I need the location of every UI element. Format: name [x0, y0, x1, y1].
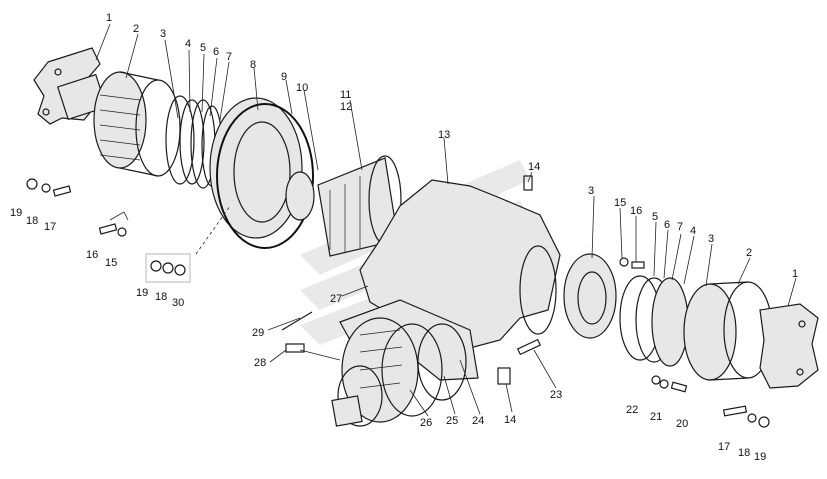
callout-18-left: 18: [26, 215, 38, 227]
callout-18-mid: 18: [155, 291, 167, 303]
callout-2-right: 2: [746, 247, 752, 259]
callout-9: 9: [281, 71, 287, 83]
callout-22: 22: [626, 404, 638, 416]
callout-25: 25: [446, 415, 458, 427]
callout-3-right-outer: 3: [708, 233, 714, 245]
callout-15-left: 15: [105, 257, 117, 269]
callout-26: 26: [420, 417, 432, 429]
callout-19-mid: 19: [136, 287, 148, 299]
callout-15-right: 15: [614, 197, 626, 209]
disc-stack-right: [619, 275, 689, 367]
leader-lines: [95, 23, 797, 417]
callout-18-right: 18: [738, 447, 750, 459]
callout-14-top: 14: [528, 161, 540, 173]
callout-28: 28: [254, 357, 266, 369]
fasteners: [26, 175, 770, 428]
callout-19-left: 19: [10, 207, 22, 219]
callout-6-right: 6: [664, 219, 670, 231]
callout-8: 8: [250, 59, 256, 71]
callout-10: 10: [296, 82, 308, 94]
callout-11: 11: [340, 89, 351, 101]
callout-7: 7: [226, 51, 232, 63]
callout-21: 21: [650, 411, 662, 423]
callout-4-right: 4: [690, 225, 696, 237]
callout-labels: 1 2 3 4 5 6 7 8 9 10 11 12 13 14 14 15 1…: [10, 12, 798, 463]
callout-30: 30: [172, 297, 184, 309]
bevel-pinion: [285, 155, 402, 257]
callout-3-right-inner: 3: [588, 185, 594, 197]
callout-20: 20: [676, 418, 688, 430]
callout-24: 24: [472, 415, 484, 427]
hub-drum-left: [93, 71, 181, 177]
carrier-flange-left: [209, 97, 314, 249]
hub-drum-right: [683, 281, 773, 381]
callout-16-left: 16: [86, 249, 98, 261]
callout-14-bottom: 14: [504, 414, 516, 426]
callout-17-left: 17: [44, 221, 56, 233]
callout-1: 1: [106, 12, 112, 24]
callout-23: 23: [550, 389, 562, 401]
flange-right: [759, 303, 819, 389]
callout-4: 4: [185, 38, 191, 50]
callout-13: 13: [438, 129, 450, 141]
callout-5-right: 5: [652, 211, 658, 223]
input-shaft-assembly: [331, 317, 467, 427]
callout-6: 6: [213, 46, 219, 58]
callout-17-right: 17: [718, 441, 730, 453]
callout-27: 27: [330, 293, 342, 305]
callout-19-right: 19: [754, 451, 766, 463]
callout-3: 3: [160, 28, 166, 40]
callout-2: 2: [133, 23, 139, 35]
seal-ring-right: [563, 253, 617, 339]
callout-16-right: 16: [630, 205, 642, 217]
callout-7-right: 7: [677, 221, 683, 233]
callout-12: 12: [340, 101, 352, 113]
callout-1-right: 1: [792, 268, 798, 280]
callout-29: 29: [252, 327, 264, 339]
callout-5: 5: [200, 42, 206, 54]
